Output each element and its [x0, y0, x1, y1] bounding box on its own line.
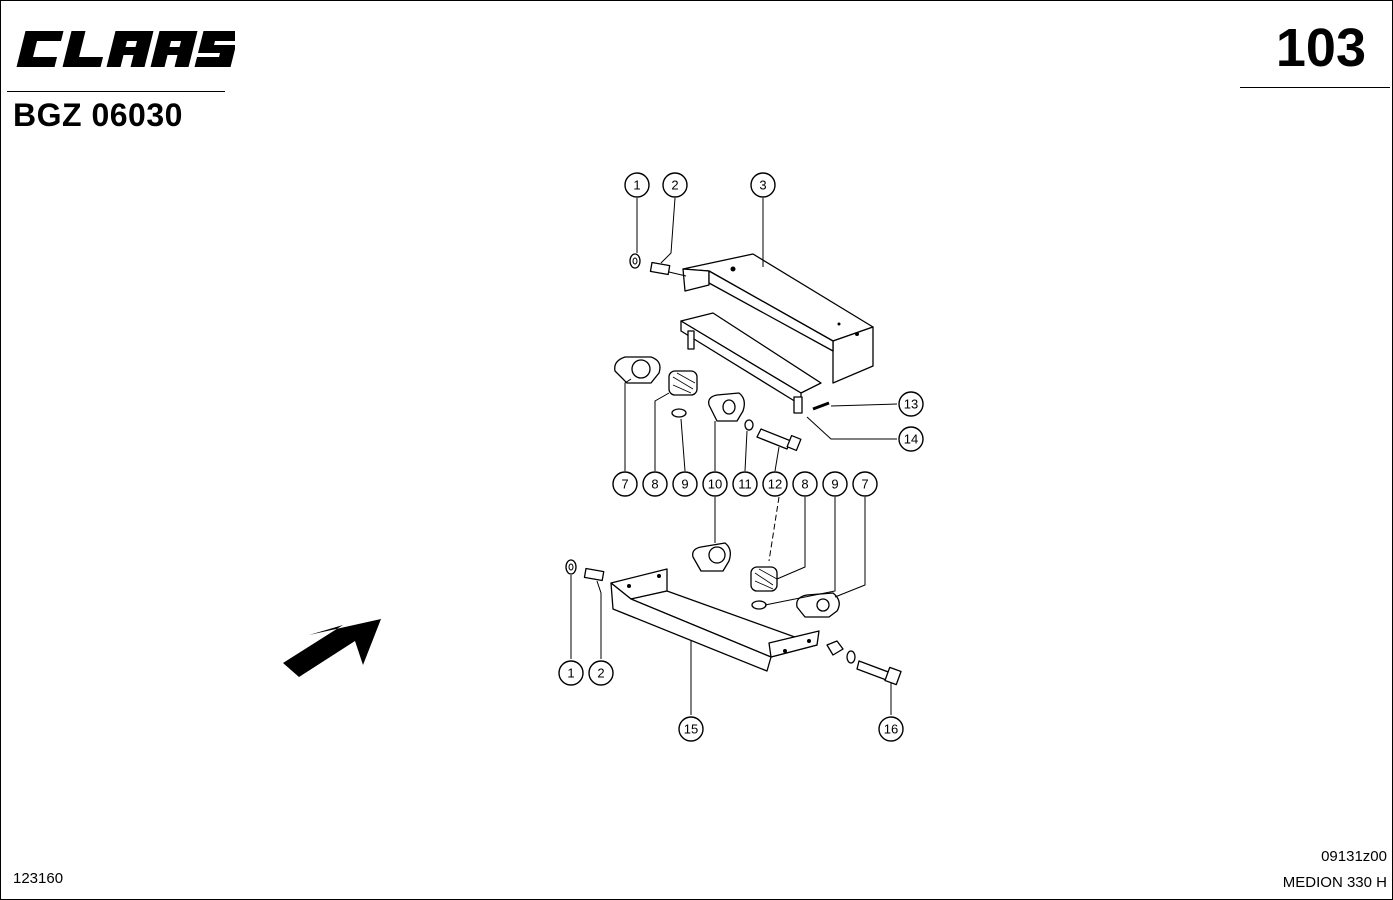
part-washer-1-bottom: [565, 559, 577, 575]
machine-model: MEDION 330 H: [1282, 874, 1387, 891]
callout-8-left: 8: [642, 471, 668, 497]
svg-text:8: 8: [801, 477, 808, 492]
part-clamp-10-lower: [692, 542, 731, 572]
callout-3: 3: [750, 172, 776, 198]
svg-text:16: 16: [884, 722, 898, 737]
part-clamp-7-right: [796, 592, 840, 618]
callout-9-right: 9: [822, 471, 848, 497]
callout-15: 15: [678, 716, 704, 742]
header-rule-right: [1240, 87, 1390, 88]
part-bolt-2-top: [649, 261, 687, 277]
callout-2-bottom: 2: [588, 660, 614, 686]
callout-7-left: 7: [612, 471, 638, 497]
callout-14: 14: [898, 426, 924, 452]
part-bolt-12: [756, 428, 802, 452]
svg-text:9: 9: [681, 477, 688, 492]
callout-2-top: 2: [662, 172, 688, 198]
callout-9-left: 9: [672, 471, 698, 497]
catalog-code: 123160: [13, 870, 64, 887]
part-clamp-10: [708, 392, 745, 422]
header-rule-left: [7, 91, 225, 92]
svg-text:7: 7: [861, 477, 868, 492]
svg-text:12: 12: [768, 477, 782, 492]
callout-8-right: 8: [792, 471, 818, 497]
callout-12: 12: [762, 471, 788, 497]
svg-text:15: 15: [684, 722, 698, 737]
svg-text:7: 7: [621, 477, 628, 492]
callout-10: 10: [702, 471, 728, 497]
claas-logo-graphic: [16, 31, 240, 67]
page-number: 103: [1275, 18, 1366, 78]
part-washer-11: [744, 419, 754, 431]
svg-text:1: 1: [633, 178, 640, 193]
svg-text:2: 2: [597, 666, 604, 681]
callout-11: 11: [732, 471, 758, 497]
svg-text:3: 3: [759, 178, 766, 193]
callout-7-right: 7: [852, 471, 878, 497]
part-nut-washer-16: [826, 640, 902, 686]
part-washer-9-right: [751, 600, 767, 610]
callout-1-top: 1: [624, 172, 650, 198]
svg-text:14: 14: [904, 432, 918, 447]
svg-text:11: 11: [738, 477, 752, 492]
part-bolt-2-bottom: [583, 567, 605, 582]
callout-13: 13: [898, 391, 924, 417]
part-pin-13: [812, 401, 830, 411]
direction-arrow-icon: [283, 619, 381, 677]
leader-lines: [570, 197, 898, 715]
svg-text:10: 10: [708, 477, 722, 492]
part-washer-1-top: [629, 253, 641, 269]
svg-text:9: 9: [831, 477, 838, 492]
svg-text:13: 13: [904, 397, 918, 412]
svg-text:1: 1: [567, 666, 574, 681]
svg-text:2: 2: [671, 178, 678, 193]
callout-16: 16: [878, 716, 904, 742]
part-upper-cover: [682, 253, 874, 384]
document-code: BGZ 06030: [13, 97, 183, 133]
drawing-reference: 09131z00: [1321, 848, 1387, 865]
part-lower-bracket: [610, 568, 820, 672]
svg-text:8: 8: [651, 477, 658, 492]
part-clamp-7-left: [614, 356, 661, 384]
claas-logo: [13, 25, 240, 73]
part-support-bar: [680, 312, 822, 414]
callout-1-bottom: 1: [558, 660, 584, 686]
part-bushing-8-left: [668, 370, 698, 396]
part-washer-9-left: [671, 408, 687, 418]
part-bushing-8-right: [750, 566, 778, 592]
